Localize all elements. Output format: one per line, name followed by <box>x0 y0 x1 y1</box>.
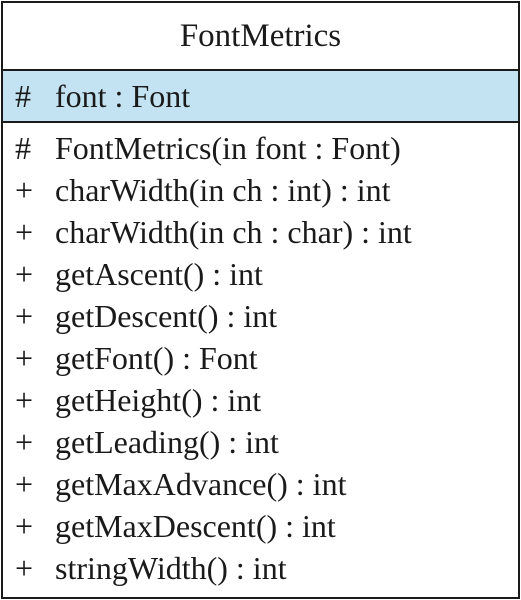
operation-row: + getFont() : Font <box>3 337 518 379</box>
visibility-marker: + <box>15 297 34 334</box>
visibility-marker: # <box>15 77 31 114</box>
operation-row: + getMaxDescent() : int <box>3 505 518 547</box>
operation-signature: FontMetrics(in font : Font) <box>55 129 401 166</box>
operation-signature: getMaxDescent() : int <box>55 507 336 544</box>
visibility-marker: + <box>15 171 34 208</box>
operation-row: + getAscent() : int <box>3 253 518 295</box>
visibility-marker: + <box>15 423 34 460</box>
operation-row: + charWidth(in ch : int) : int <box>3 169 518 211</box>
visibility-marker: + <box>15 339 34 376</box>
attribute-row: # font : Font <box>15 70 190 122</box>
visibility-marker: + <box>15 507 34 544</box>
visibility-marker: # <box>15 129 31 166</box>
attribute-signature: font : Font <box>55 77 191 114</box>
operation-signature: getAscent() : int <box>55 255 263 292</box>
operation-signature: getMaxAdvance() : int <box>55 465 347 502</box>
visibility-marker: + <box>15 255 34 292</box>
attributes-compartment: # font : Font <box>3 71 518 123</box>
operation-row: + getDescent() : int <box>3 295 518 337</box>
operation-row: # FontMetrics(in font : Font) <box>3 127 518 169</box>
visibility-marker: + <box>15 465 34 502</box>
operation-signature: charWidth(in ch : int) : int <box>55 171 391 208</box>
visibility-marker: + <box>15 213 34 250</box>
class-name: FontMetrics <box>179 17 342 54</box>
operation-signature: stringWidth() : int <box>55 549 287 586</box>
operation-row: + stringWidth() : int <box>3 547 518 589</box>
visibility-marker: + <box>15 381 34 418</box>
operation-signature: getDescent() : int <box>55 297 278 334</box>
operation-row: + getLeading() : int <box>3 421 518 463</box>
operation-signature: getHeight() : int <box>55 381 262 418</box>
class-name-compartment: FontMetrics <box>3 3 518 71</box>
operation-row: + getMaxAdvance() : int <box>3 463 518 505</box>
visibility-marker: + <box>15 549 34 586</box>
operation-signature: charWidth(in ch : char) : int <box>55 213 412 250</box>
operation-signature: getLeading() : int <box>55 423 279 460</box>
operations-compartment: # FontMetrics(in font : Font) + charWidt… <box>3 123 518 589</box>
operation-row: + charWidth(in ch : char) : int <box>3 211 518 253</box>
operation-row: + getHeight() : int <box>3 379 518 421</box>
operation-signature: getFont() : Font <box>55 339 258 376</box>
